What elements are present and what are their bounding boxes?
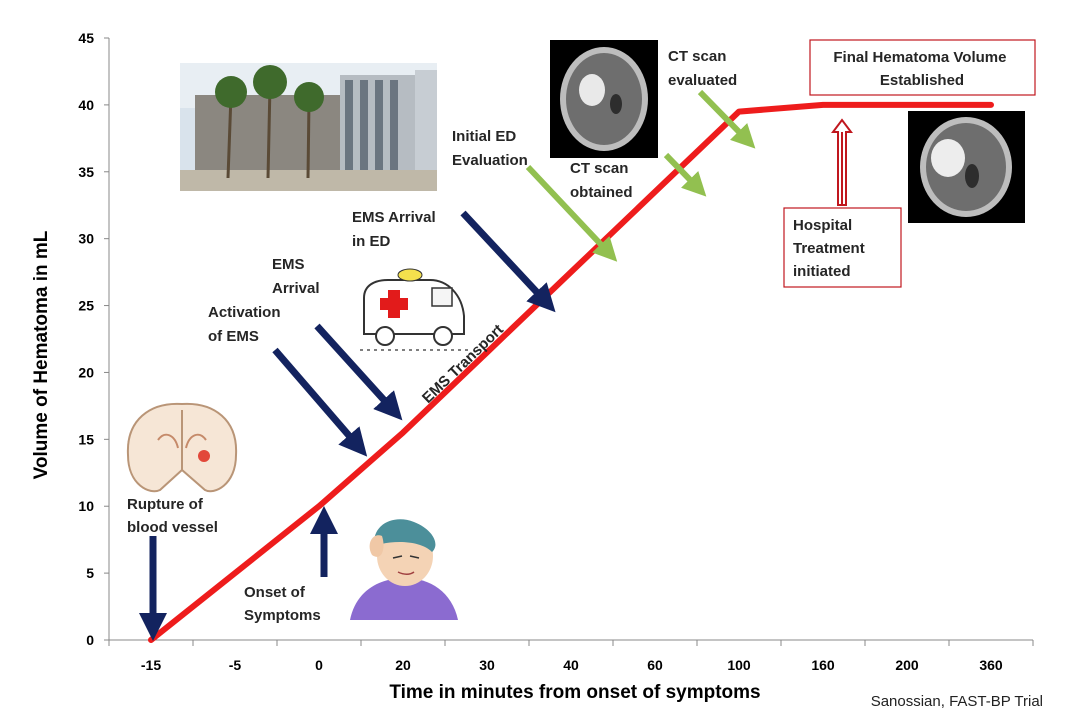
x-tick-label: 160 [811, 657, 835, 673]
label-ems-arrival: EMS Arrival [272, 256, 320, 297]
x-tick-label: 20 [395, 657, 411, 673]
x-tick-label: 100 [727, 657, 751, 673]
x-tick-label: -15 [141, 657, 161, 673]
arrow-ct-evaluated [697, 89, 756, 149]
label-ems-arrival-ed: EMS Arrival in ED [352, 209, 440, 250]
arrow-ems-arrival [314, 323, 403, 421]
y-tick-label: 35 [78, 164, 94, 180]
label-ct-evaluated: CT scan evaluated [668, 48, 737, 89]
label-onset: Onset of Symptoms [244, 584, 321, 624]
svg-text:Final Hematoma Volume Es: Final Hematoma Volume Established [833, 49, 1010, 89]
label-activation: Activation of EMS [208, 304, 285, 345]
headache-patient-icon [350, 519, 458, 620]
y-tick-label: 20 [78, 364, 94, 380]
y-tick-label: 0 [86, 632, 94, 648]
arrow-ct-obtained [663, 152, 707, 197]
brain-section-icon [126, 402, 238, 493]
credit-text: Sanossian, FAST-BP Trial [871, 693, 1043, 710]
y-tick-label: 40 [78, 97, 94, 113]
label-initial-ed: Initial ED Evaluation [452, 128, 528, 169]
y-tick-label: 5 [86, 565, 94, 581]
label-ct-obtained: CT scan obtained [570, 160, 633, 201]
final-volume-box: Final Hematoma Volume Established [809, 39, 1036, 96]
ct-scan-before-icon [550, 40, 658, 158]
x-ticks: -15 -5 0 20 30 40 60 100 160 200 360 [108, 640, 1034, 673]
hospital-building-photo [180, 63, 437, 191]
arrow-activation [272, 347, 368, 457]
y-ticks: 0 5 10 15 20 25 30 35 40 45 [78, 30, 109, 648]
x-axis-title: Time in minutes from onset of symptoms [389, 682, 760, 703]
y-tick-label: 30 [78, 231, 94, 247]
arrow-ems-arrival-ed [460, 210, 556, 313]
x-tick-label: 200 [895, 657, 919, 673]
x-tick-label: -5 [229, 657, 242, 673]
x-tick-label: 40 [563, 657, 579, 673]
hematoma-series-line [148, 101, 994, 643]
svg-text:Hospital Treatment: Hospital Treatment initiated [793, 217, 869, 280]
ct-scan-after-icon [908, 111, 1025, 223]
label-rupture: Rupture of blood vessel [127, 496, 218, 536]
arrow-hospital-treatment [831, 118, 853, 206]
y-tick-label: 45 [78, 30, 94, 46]
x-tick-label: 60 [647, 657, 663, 673]
y-axis-title: Volume of Hematoma in mL [31, 230, 52, 479]
y-tick-label: 25 [78, 298, 94, 314]
x-tick-label: 0 [315, 657, 323, 673]
arrow-initial-ed [525, 164, 618, 262]
ambulance-icon [360, 268, 470, 351]
x-tick-label: 360 [979, 657, 1003, 673]
hospital-treatment-box: Hospital Treatment initiated [783, 207, 902, 288]
y-tick-label: 10 [78, 498, 94, 514]
x-tick-label: 30 [479, 657, 495, 673]
y-tick-label: 15 [78, 431, 94, 447]
